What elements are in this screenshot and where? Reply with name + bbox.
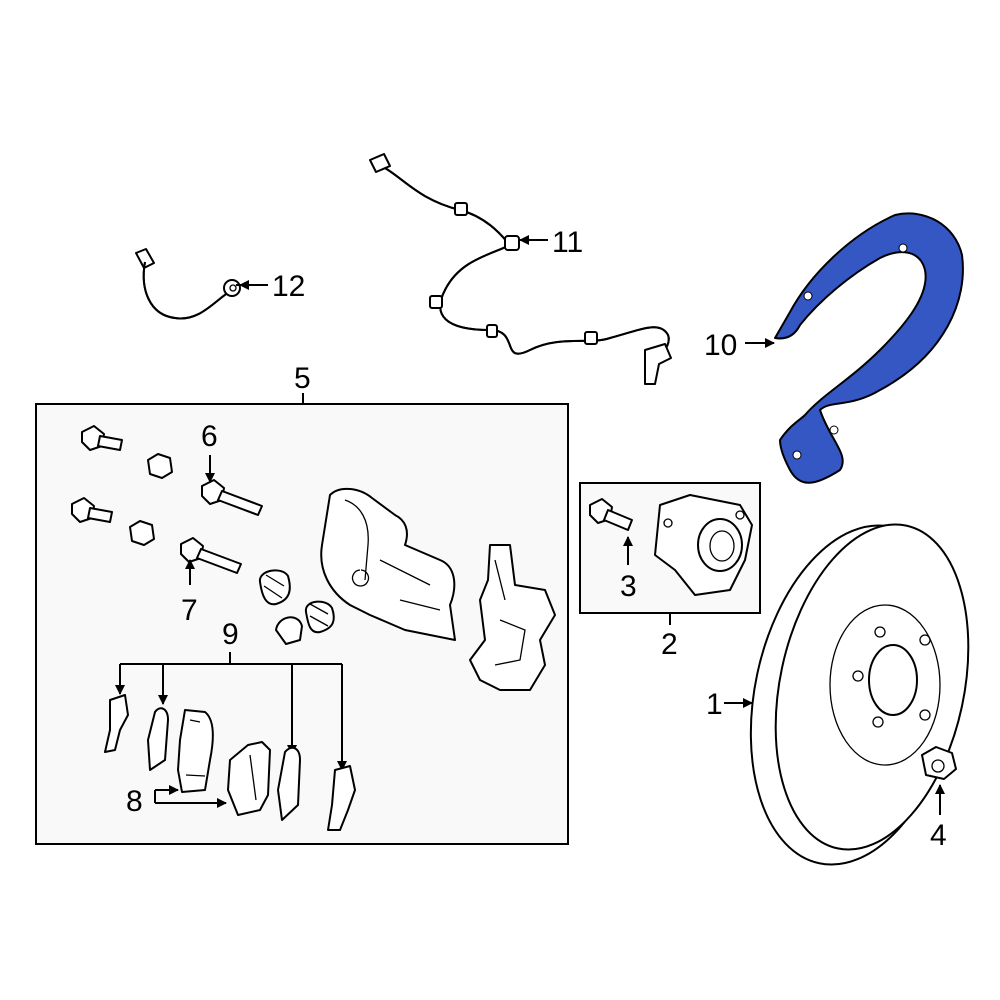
brake-hose[interactable] [135,248,241,320]
hub-nut[interactable] [921,746,957,780]
callout-6: 6 [201,420,218,453]
callout-12: 12 [272,270,305,303]
caliper-nut[interactable] [147,453,173,479]
callout-7: 7 [181,594,198,627]
brake-pad-outer[interactable] [227,741,271,816]
pad-clip[interactable] [327,765,356,831]
pad-clip[interactable] [104,694,129,753]
callout-9: 9 [222,618,239,651]
pin-cap[interactable] [275,616,303,645]
brake-rotor[interactable] [721,506,996,884]
callout-1: 1 [706,688,723,721]
brake-pad-inner[interactable] [177,709,214,793]
callout-2: 2 [661,628,678,661]
caliper-bracket[interactable] [469,544,556,691]
hub-bolt[interactable] [589,498,633,531]
callout-3: 3 [620,570,637,603]
pin-boot[interactable] [304,600,335,634]
callout-10: 10 [704,329,737,362]
pad-shim[interactable] [147,707,169,771]
caliper-nut[interactable] [129,520,155,546]
callout-5: 5 [294,362,311,395]
guide-pin-bolt[interactable] [180,537,242,574]
pin-boot[interactable] [258,569,291,606]
pad-shim[interactable] [277,746,301,821]
caliper-body[interactable] [320,487,456,641]
abs-sensor-wire[interactable] [369,153,672,385]
caliper-bolt[interactable] [81,425,123,451]
callout-4: 4 [930,819,947,852]
callout-11: 11 [552,226,583,259]
splash-shield[interactable] [774,212,964,484]
callout-8: 8 [126,785,143,818]
caliper-bolt[interactable] [71,497,113,523]
wheel-hub[interactable] [654,494,753,596]
